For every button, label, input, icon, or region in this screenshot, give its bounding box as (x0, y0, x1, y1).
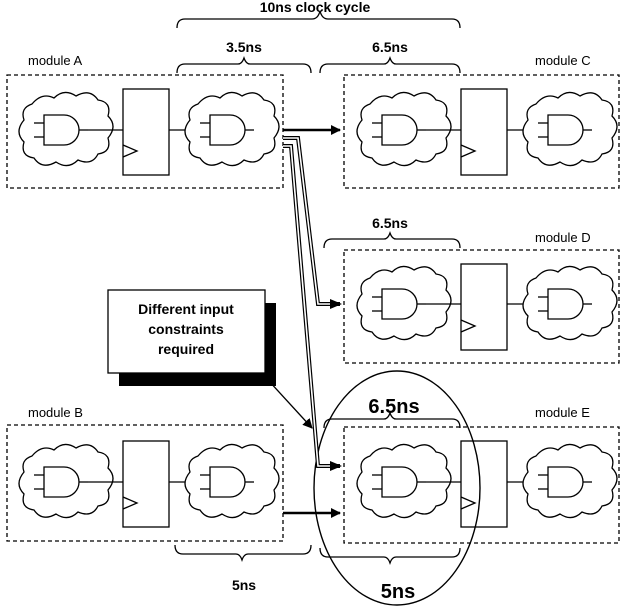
module-b-label: module B (28, 405, 83, 420)
e-bottom-brace (319, 547, 461, 566)
wire-a-to-d-arrow (330, 299, 342, 309)
a-delay-label: 3.5ns (226, 39, 262, 55)
module-b-register (122, 440, 170, 528)
clock-cycle-brace (176, 10, 461, 29)
module-e-logic-out (522, 443, 618, 519)
clock-cycle-label: 10ns clock cycle (260, 0, 371, 15)
module-c-logic-out (522, 91, 618, 167)
module-d-register (460, 263, 508, 351)
callout-line-1: Different input (138, 301, 234, 317)
module-c-label: module C (535, 53, 591, 68)
module-d-box (343, 249, 620, 364)
wire-a-to-e-arrow (330, 461, 342, 471)
module-c-register (460, 88, 508, 176)
a-delay-brace (176, 55, 312, 74)
callout-pointer (267, 379, 313, 429)
module-b-logic-out (184, 443, 280, 519)
module-e-label: module E (535, 405, 590, 420)
b-delay-label: 5ns (232, 577, 256, 593)
module-a-logic-in (18, 91, 114, 167)
c-delay-label: 6.5ns (372, 39, 408, 55)
e-delay-large-label: 6.5ns (368, 396, 419, 418)
module-c-box (343, 74, 620, 189)
module-a-register (122, 88, 170, 176)
module-d-label: module D (535, 230, 591, 245)
callout-box (107, 289, 266, 374)
highlight-ellipse (313, 370, 481, 606)
module-a-box (6, 74, 284, 189)
b-delay-brace (174, 544, 312, 563)
callout-line-3: required (158, 341, 214, 357)
module-c-logic-in (356, 91, 452, 167)
d-delay-brace (323, 230, 461, 249)
c-delay-brace (319, 55, 461, 74)
callout-line-2: constraints (148, 321, 224, 337)
e-delay-bottom-label: 5ns (381, 581, 415, 603)
module-a-logic-out (184, 91, 280, 167)
module-e-logic-in (356, 443, 452, 519)
module-e-box (343, 426, 620, 544)
e-delay-brace (323, 410, 461, 429)
d-delay-label: 6.5ns (372, 215, 408, 231)
module-e-register (460, 440, 508, 528)
module-b-logic-in (18, 443, 114, 519)
module-d-logic-in (356, 265, 452, 341)
module-d-logic-out (522, 265, 618, 341)
module-a-label: module A (28, 53, 83, 68)
